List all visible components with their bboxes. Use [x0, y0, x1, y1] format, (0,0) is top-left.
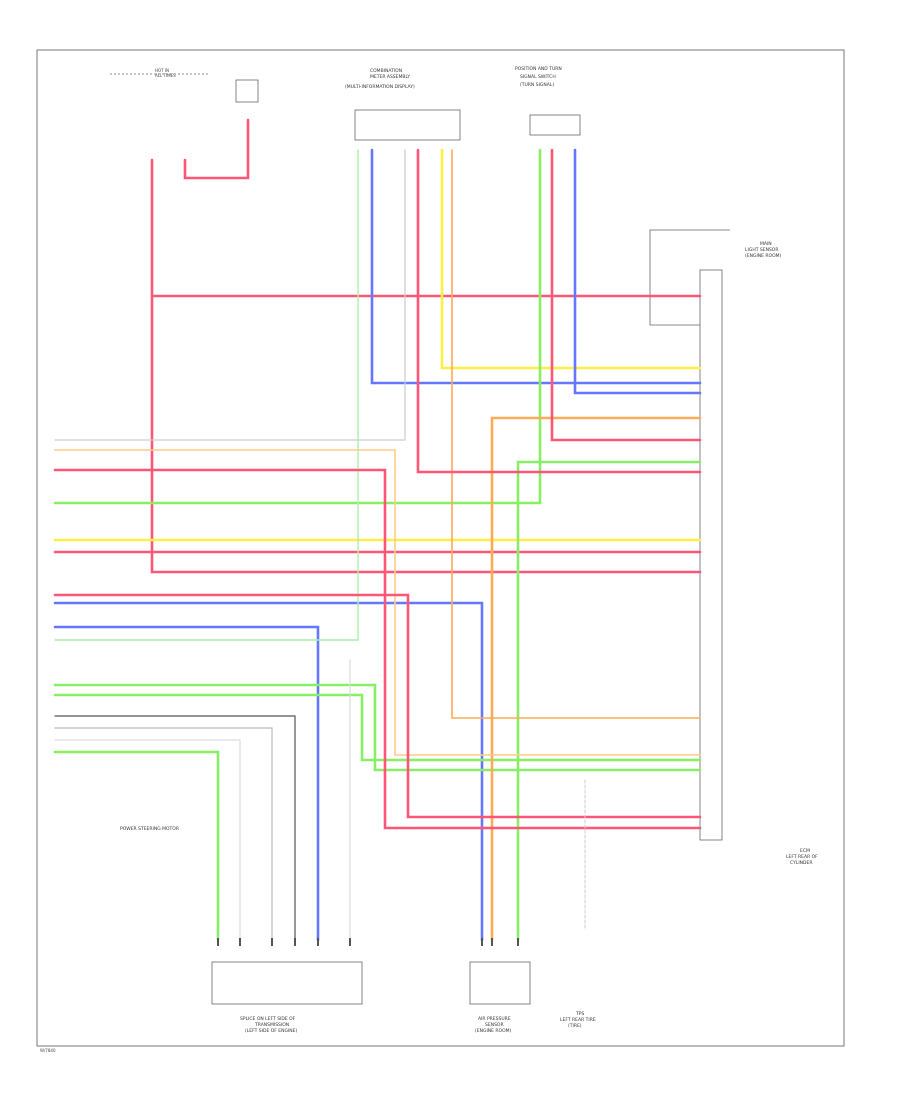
- air-sensor-label-2: SENSOR: [485, 1022, 504, 1028]
- right-module-label-1: MAIN: [760, 241, 772, 247]
- footer-code: W/7840: [40, 1048, 56, 1053]
- relay-component: [235, 79, 259, 103]
- air-pressure-sensor: [469, 961, 531, 1005]
- gray-wire-splice-1: [54, 727, 273, 941]
- splice-component: [211, 961, 363, 1005]
- blue-wire-air-sensor: [53, 601, 484, 942]
- turn-signal-label-2: SIGNAL SWITCH: [520, 74, 556, 80]
- red-wire-turn: [550, 148, 702, 442]
- orange-wire-left: [54, 449, 701, 756]
- ecm-label-2: LEFT REAR OF: [786, 854, 818, 860]
- right-module-pin-column: [699, 269, 723, 841]
- combination-meter-label-1: COMBINATION: [370, 68, 402, 74]
- blue-wire-meter: [370, 148, 702, 385]
- red-wire-lower-2: [53, 593, 702, 819]
- combination-meter-connector: [354, 109, 461, 141]
- turn-signal-label-3: (TURN SIGNAL): [520, 82, 554, 88]
- ground-feedback-line: [649, 229, 730, 326]
- tps-label-1: TPS: [575, 1011, 584, 1017]
- red-wire-meter-2: [416, 148, 702, 474]
- right-module-label-2: LIGHT SENSOR: [745, 247, 778, 253]
- green-wire-turn: [53, 148, 542, 505]
- tps-label-2: LEFT REAR TIRE: [560, 1017, 596, 1023]
- orange-wire-meter: [451, 149, 701, 719]
- blue-wire-turn: [573, 148, 702, 395]
- splice-label-1: SPLICE ON LEFT SIDE OF: [240, 1016, 296, 1022]
- right-module-label-3: (ENGINE ROOM): [745, 253, 782, 259]
- hot-in-label: HOT IN: [155, 68, 169, 73]
- red-wire-lower-loop: [53, 468, 702, 830]
- green-wire-air-sensor: [516, 460, 702, 942]
- light-green-wire-meter: [54, 149, 359, 641]
- gray-wire-top: [54, 149, 406, 441]
- green-wire-lower-1: [53, 683, 702, 772]
- gray-wire-splice-2: [54, 739, 241, 941]
- red-wire-main-left: [150, 158, 702, 574]
- diagram-frame: [36, 49, 845, 1047]
- combination-meter-label-2: METER ASSEMBLY: [370, 74, 410, 80]
- dark-wire-splice: [54, 715, 296, 941]
- blue-wire-splice: [53, 625, 320, 942]
- turn-signal-switch-connector: [529, 114, 581, 136]
- green-wire-lower-2: [53, 693, 702, 762]
- combination-meter-label-3: (MULTI-INFORMATION DISPLAY): [345, 84, 415, 90]
- bottom-connector-pins: [217, 938, 519, 946]
- orange-wire-air-sensor: [490, 416, 702, 942]
- red-wire-relay: [183, 118, 250, 180]
- yellow-wire-meter: [440, 148, 702, 370]
- air-sensor-label-3: (ENGINE ROOM): [475, 1028, 512, 1034]
- air-sensor-label-1: AIR PRESSURE: [478, 1016, 511, 1022]
- tps-label-3: (TIRE): [568, 1023, 582, 1029]
- turn-signal-label-1: POSITION AND TURN: [515, 66, 562, 72]
- splice-label-2: TRANSMISSION: [254, 1022, 289, 1028]
- all-times-label: ALL TIMES: [155, 73, 176, 78]
- ecm-label-3: CYLINDER: [790, 860, 812, 866]
- ecm-label-1: ECM: [800, 848, 810, 854]
- green-wire-splice: [53, 750, 220, 942]
- splice-label-3: (LEFT SIDE OF ENGINE): [245, 1028, 298, 1034]
- power-steering-label: POWER STEERING MOTOR: [120, 826, 179, 832]
